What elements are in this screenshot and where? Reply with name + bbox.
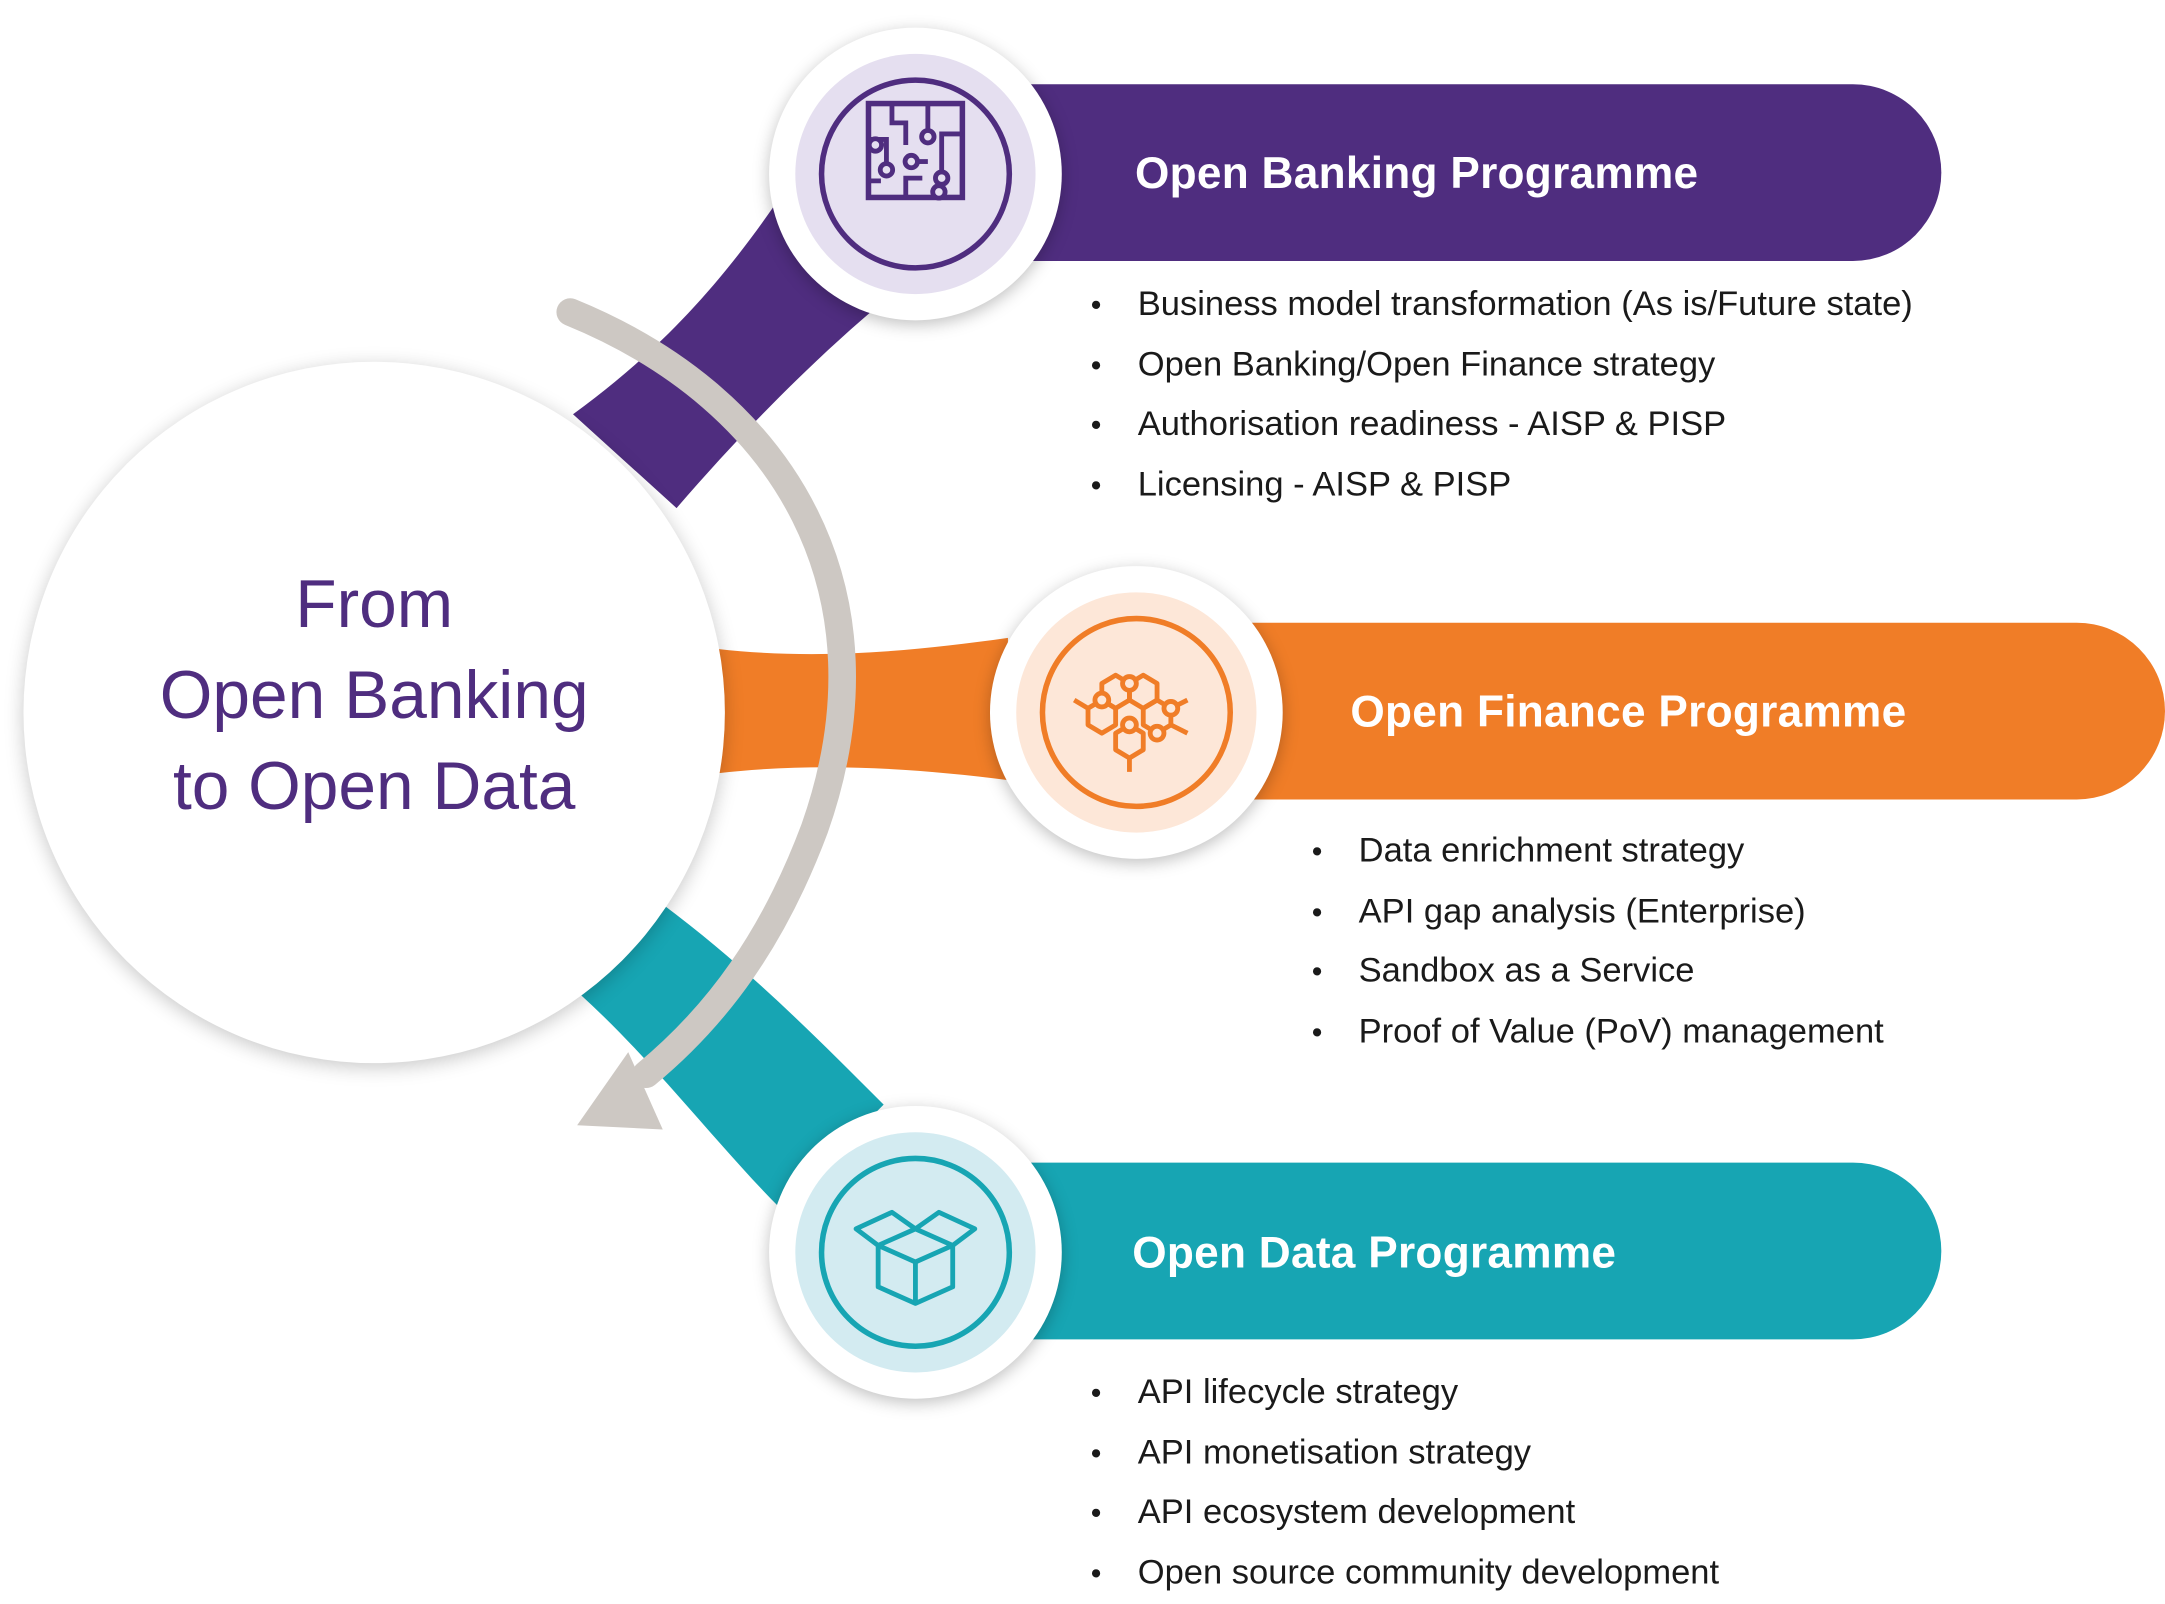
list-item: API lifecycle strategy [1091, 1363, 1719, 1423]
cycle-arrow-arc [556, 298, 856, 1089]
list-item: API ecosystem development [1091, 1483, 1719, 1543]
list-item: Sandbox as a Service [1312, 942, 1884, 1002]
open-banking-items: Business model transformation (As is/Fut… [1091, 275, 1913, 516]
open-data-title: Open Data Programme [1132, 1227, 1617, 1278]
list-item: Proof of Value (PoV) management [1312, 1002, 1884, 1062]
list-item: Data enrichment strategy [1312, 822, 1884, 882]
open-data-items: API lifecycle strategy API monetisation … [1091, 1363, 1719, 1604]
open-data-icon-circle [769, 1105, 1062, 1399]
connector-open-data [579, 904, 884, 1209]
open-banking-icon-circle [769, 27, 1062, 321]
center-title: From Open Banking to Open Data [23, 559, 724, 832]
hexagon-network-icon [1039, 615, 1234, 810]
circuit-board-icon [818, 77, 1013, 271]
list-item: Business model transformation (As is/Fut… [1091, 275, 1913, 335]
center-title-line-1: From [295, 567, 454, 643]
list-item: Licensing - AISP & PISP [1091, 455, 1913, 515]
open-banking-bar [911, 84, 1942, 261]
list-item: API gap analysis (Enterprise) [1312, 882, 1884, 942]
center-circle [23, 361, 725, 1064]
open-data-bar [911, 1162, 1942, 1340]
open-finance-title: Open Finance Programme [1350, 686, 1907, 736]
cycle-arrow-head [577, 1052, 663, 1130]
open-data-icon-badge [795, 1132, 1036, 1373]
list-item: Authorisation readiness - AISP & PISP [1091, 395, 1913, 455]
open-finance-bar [1132, 622, 2165, 800]
open-finance-icon-badge [1016, 592, 1257, 833]
list-item: Open source community development [1091, 1543, 1719, 1603]
open-banking-icon-badge [795, 53, 1036, 295]
list-item: Open Banking/Open Finance strategy [1091, 335, 1913, 395]
connector-open-banking [573, 207, 884, 509]
open-banking-title: Open Banking Programme [1134, 147, 1699, 198]
center-title-line-3: to Open Data [172, 749, 576, 825]
center-title-line-2: Open Banking [159, 658, 589, 734]
open-finance-items: Data enrichment strategy API gap analysi… [1312, 822, 1884, 1063]
connector-open-finance [717, 637, 1008, 781]
list-item: API monetisation strategy [1091, 1423, 1719, 1483]
open-finance-icon-circle [989, 566, 1283, 859]
open-box-icon [818, 1155, 1013, 1349]
